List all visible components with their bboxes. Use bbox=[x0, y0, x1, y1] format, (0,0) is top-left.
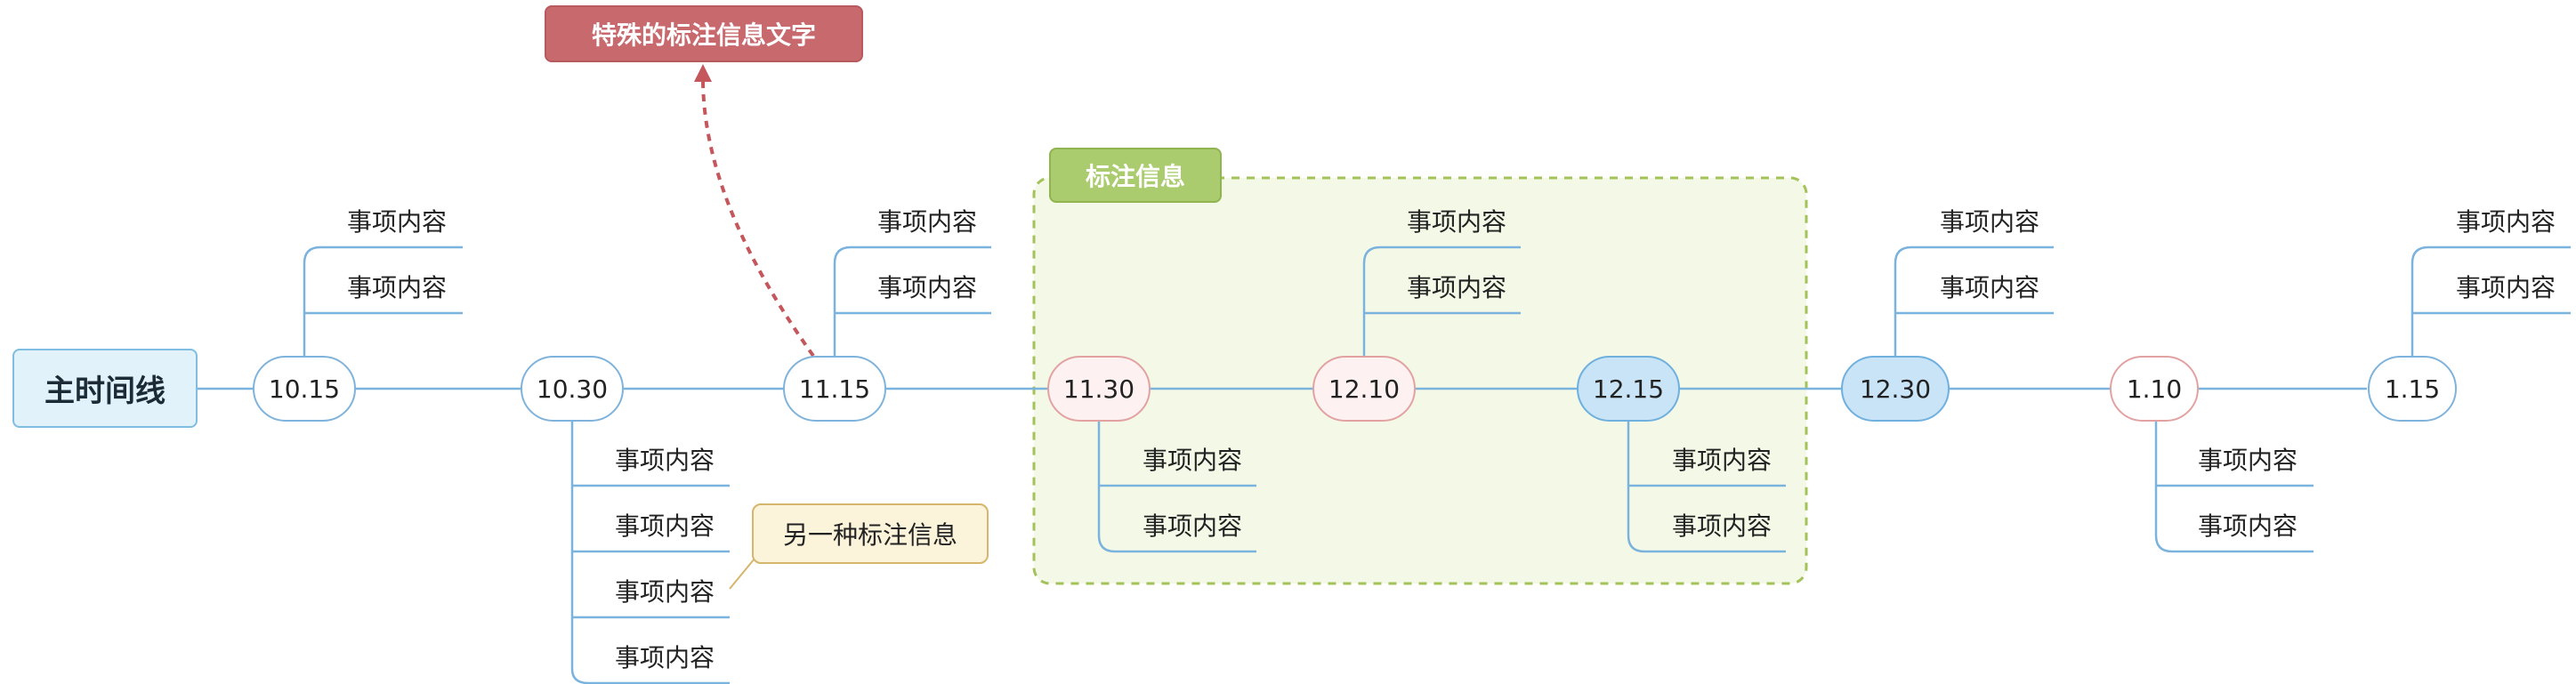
item-1015-1[interactable]: 事项内容 bbox=[347, 207, 448, 237]
date-node-1130[interactable]: 11.30 bbox=[1047, 356, 1151, 422]
special-callout-arrow bbox=[701, 77, 815, 358]
item-1030-3[interactable]: 事项内容 bbox=[615, 577, 715, 607]
item-1030-1[interactable]: 事项内容 bbox=[615, 446, 715, 475]
date-node-1230[interactable]: 12.30 bbox=[1841, 356, 1950, 422]
item-1030-2[interactable]: 事项内容 bbox=[615, 511, 715, 541]
group-boundary bbox=[1032, 176, 1808, 585]
item-1215-2[interactable]: 事项内容 bbox=[1672, 511, 1773, 541]
date-node-1015[interactable]: 10.15 bbox=[253, 356, 356, 422]
item-1015-2[interactable]: 事项内容 bbox=[347, 273, 448, 302]
date-node-1210[interactable]: 12.10 bbox=[1312, 356, 1416, 422]
arrow-head bbox=[694, 64, 712, 82]
item-1115-1[interactable]: 事项内容 bbox=[877, 207, 978, 237]
item-1215-1[interactable]: 事项内容 bbox=[1672, 446, 1773, 475]
date-node-1215[interactable]: 12.15 bbox=[1577, 356, 1680, 422]
item-115-2[interactable]: 事项内容 bbox=[2456, 273, 2556, 302]
item-1130-2[interactable]: 事项内容 bbox=[1143, 511, 1243, 541]
group-callout-label[interactable]: 标注信息 bbox=[1049, 148, 1222, 203]
branch-lines bbox=[303, 245, 2571, 684]
item-1130-1[interactable]: 事项内容 bbox=[1143, 446, 1243, 475]
item-1230-1[interactable]: 事项内容 bbox=[1940, 207, 2040, 237]
item-1210-1[interactable]: 事项内容 bbox=[1407, 207, 1507, 237]
other-callout[interactable]: 另一种标注信息 bbox=[752, 503, 989, 564]
special-callout[interactable]: 特殊的标注信息文字 bbox=[545, 5, 863, 62]
date-node-110[interactable]: 1.10 bbox=[2110, 356, 2199, 422]
item-110-2[interactable]: 事项内容 bbox=[2198, 511, 2298, 541]
item-1230-2[interactable]: 事项内容 bbox=[1940, 273, 2040, 302]
item-110-1[interactable]: 事项内容 bbox=[2198, 446, 2298, 475]
item-1030-4[interactable]: 事项内容 bbox=[615, 643, 715, 672]
other-callout-leader bbox=[729, 558, 755, 590]
item-1115-2[interactable]: 事项内容 bbox=[877, 273, 978, 302]
date-node-1030[interactable]: 10.30 bbox=[521, 356, 624, 422]
item-1210-2[interactable]: 事项内容 bbox=[1407, 273, 1507, 302]
date-node-115[interactable]: 1.15 bbox=[2368, 356, 2457, 422]
item-115-1[interactable]: 事项内容 bbox=[2456, 207, 2556, 237]
date-node-1115[interactable]: 11.15 bbox=[783, 356, 886, 422]
main-topic[interactable]: 主时间线 bbox=[12, 349, 198, 428]
